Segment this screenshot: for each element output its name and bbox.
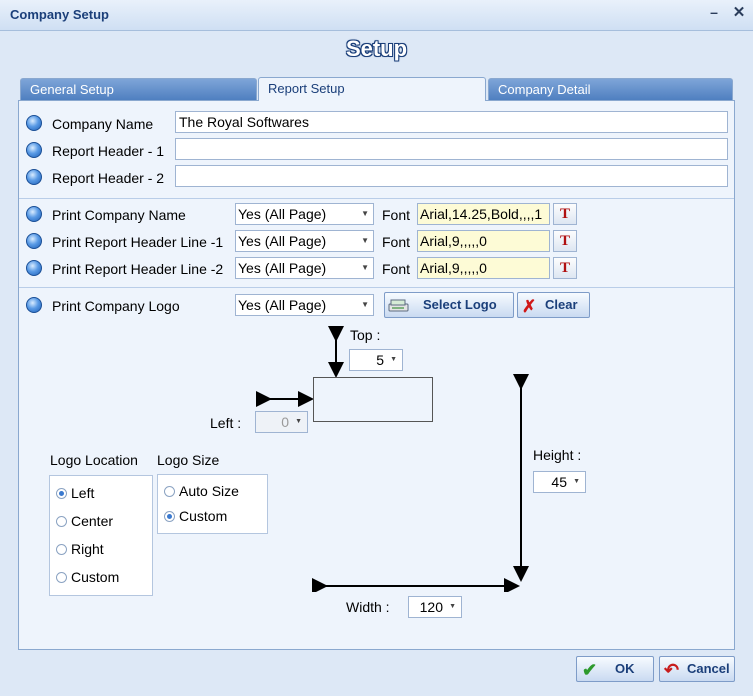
height-spinner[interactable]: 45 ▼	[533, 471, 586, 493]
print-company-name-select[interactable]: Yes (All Page) ▼	[235, 203, 374, 225]
tab-company-detail[interactable]: Company Detail	[488, 78, 733, 100]
width-label: Width :	[346, 599, 390, 615]
select-logo-label: Select Logo	[423, 297, 497, 312]
tab-report-setup[interactable]: Report Setup	[258, 77, 486, 101]
select-logo-button[interactable]: Select Logo	[384, 292, 514, 318]
logo-size-group	[157, 474, 268, 534]
clear-label: Clear	[545, 297, 578, 312]
print-logo-bullet-icon	[26, 297, 42, 313]
left-value: 0	[281, 414, 289, 430]
left-spinner[interactable]: 0 ▼	[255, 411, 308, 433]
tab-general-setup[interactable]: General Setup	[20, 78, 257, 100]
print-company-name-select-value: Yes (All Page)	[238, 206, 327, 222]
title-bar: Company Setup – ✕	[0, 0, 753, 31]
close-button[interactable]: ✕	[732, 4, 746, 21]
width-spinner[interactable]: 120 ▼	[408, 596, 462, 618]
location-center-label: Center	[71, 513, 114, 529]
scanner-icon	[388, 297, 410, 312]
font-picker-icon[interactable]: T	[553, 203, 577, 225]
radio-icon	[56, 516, 67, 527]
report-header-2-input[interactable]	[175, 165, 728, 187]
radio-icon	[56, 544, 67, 555]
chevron-down-icon: ▼	[295, 418, 302, 425]
ok-label: OK	[615, 661, 635, 676]
logo-preview-box	[313, 377, 433, 422]
location-custom-label: Custom	[71, 569, 120, 585]
radio-icon	[164, 511, 175, 522]
chevron-down-icon: ▼	[390, 356, 397, 363]
chevron-down-icon: ▼	[449, 603, 456, 610]
clear-icon: ✗	[522, 297, 537, 316]
chevron-down-icon: ▼	[361, 300, 369, 309]
size-custom-radio[interactable]: Custom	[164, 508, 227, 524]
height-value: 45	[551, 474, 567, 490]
height-label: Height :	[533, 447, 582, 463]
report-header-2-bullet-icon	[26, 169, 42, 185]
location-left-radio[interactable]: Left	[56, 485, 94, 501]
company-name-label: Company Name	[52, 116, 154, 132]
cancel-button[interactable]: ↶ Cancel	[659, 656, 735, 682]
print-company-name-label: Print Company Name	[52, 207, 186, 223]
print-company-name-bullet-icon	[26, 206, 42, 222]
print-header-1-bullet-icon	[26, 233, 42, 249]
chevron-down-icon: ▼	[573, 478, 580, 485]
report-header-2-label: Report Header - 2	[52, 170, 165, 186]
print-logo-select-value: Yes (All Page)	[238, 297, 327, 313]
chevron-down-icon: ▼	[361, 236, 369, 245]
print-header-1-label: Print Report Header Line -1	[52, 234, 224, 250]
chevron-down-icon: ▼	[361, 263, 369, 272]
radio-icon	[56, 572, 67, 583]
divider	[19, 198, 734, 199]
logo-location-title: Logo Location	[50, 452, 138, 468]
minimize-button[interactable]: –	[710, 4, 718, 20]
clear-button[interactable]: ✗ Clear	[517, 292, 590, 318]
print-header-2-select[interactable]: Yes (All Page) ▼	[235, 257, 374, 279]
company-name-bullet-icon	[26, 115, 42, 131]
logo-size-title: Logo Size	[157, 452, 220, 468]
print-header-2-select-value: Yes (All Page)	[238, 260, 327, 276]
print-logo-select[interactable]: Yes (All Page) ▼	[235, 294, 374, 316]
top-spinner[interactable]: 5 ▼	[349, 349, 403, 371]
font-picker-icon[interactable]: T	[553, 230, 577, 252]
font-picker-icon[interactable]: T	[553, 257, 577, 279]
left-label: Left :	[210, 415, 242, 431]
print-header-1-select[interactable]: Yes (All Page) ▼	[235, 230, 374, 252]
top-label: Top :	[350, 327, 381, 343]
ok-button[interactable]: ✔ OK	[576, 656, 654, 682]
location-center-radio[interactable]: Center	[56, 513, 113, 529]
check-icon: ✔	[582, 660, 598, 680]
window-title: Company Setup	[10, 7, 109, 22]
font-label: Font	[382, 234, 411, 250]
page-title: Setup	[345, 36, 408, 61]
radio-icon	[164, 486, 175, 497]
undo-icon: ↶	[664, 660, 680, 680]
size-custom-label: Custom	[179, 508, 228, 524]
report-header-1-label: Report Header - 1	[52, 143, 165, 159]
location-left-label: Left	[71, 485, 95, 501]
chevron-down-icon: ▼	[361, 209, 369, 218]
print-header-2-label: Print Report Header Line -2	[52, 261, 224, 277]
divider	[19, 287, 734, 288]
header-1-font-field: Arial,9,,,,,0	[417, 230, 550, 252]
company-name-font-field: Arial,14.25,Bold,,,,1	[417, 203, 550, 225]
location-right-radio[interactable]: Right	[56, 541, 104, 557]
report-header-1-input[interactable]	[175, 138, 728, 160]
location-right-label: Right	[71, 541, 104, 557]
size-auto-radio[interactable]: Auto Size	[164, 483, 239, 499]
report-header-1-bullet-icon	[26, 142, 42, 158]
size-auto-label: Auto Size	[179, 483, 239, 499]
width-value: 120	[419, 599, 443, 615]
logo-dimension-arrows	[256, 326, 529, 592]
print-header-2-bullet-icon	[26, 260, 42, 276]
radio-icon	[56, 488, 67, 499]
top-value: 5	[376, 352, 384, 368]
cancel-label: Cancel	[687, 661, 730, 676]
font-label: Font	[382, 207, 411, 223]
header-2-font-field: Arial,9,,,,,0	[417, 257, 550, 279]
print-header-1-select-value: Yes (All Page)	[238, 233, 327, 249]
font-label: Font	[382, 261, 411, 277]
location-custom-radio[interactable]: Custom	[56, 569, 119, 585]
print-logo-label: Print Company Logo	[52, 298, 180, 314]
company-name-input[interactable]: The Royal Softwares	[175, 111, 728, 133]
